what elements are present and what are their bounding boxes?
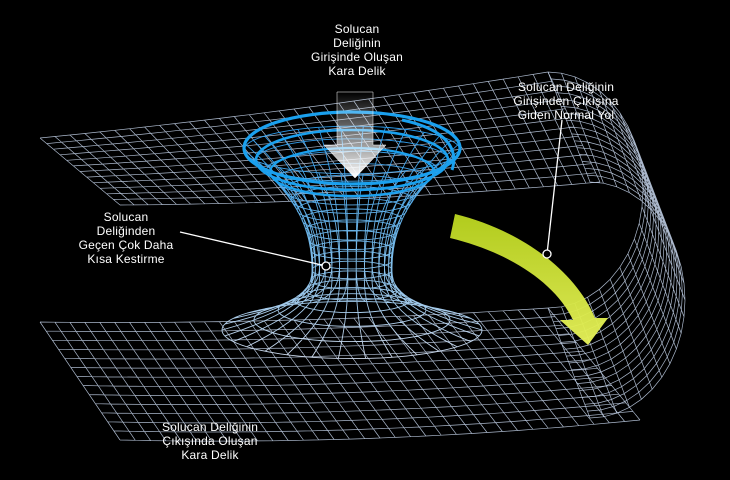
label-line: Deliğinden (96, 224, 156, 238)
lower-sheet (39, 307, 641, 442)
pointer-line (546, 119, 563, 255)
entry-ring-arc (401, 118, 456, 171)
exit-black-hole-label: Solucan Deliğinin Çıkışında Oluşan Kara … (140, 420, 280, 462)
label-line: Solucan (334, 22, 380, 36)
label-line: Deliğinin (333, 36, 381, 50)
label-line: Girişinde Oluşan (311, 50, 403, 64)
entry-arrow (323, 91, 387, 179)
label-line: Çıkışında Oluşan (162, 434, 258, 448)
label-line: Kara Delik (328, 64, 386, 78)
label-line: Geçen Çok Daha (78, 238, 174, 252)
normal-path-arrow (450, 214, 608, 345)
pointer-dot (542, 249, 552, 259)
label-line: Kara Delik (181, 448, 239, 462)
shortcut-label: Solucan Deliğinden Geçen Çok Daha Kısa K… (66, 210, 186, 266)
label-line: Giden Normal Yol (517, 108, 615, 122)
entry-black-hole-label: Solucan Deliğinin Girişinde Oluşan Kara … (292, 22, 422, 78)
label-line: Girişinden Çıkışına (513, 94, 619, 108)
spacetime-sheets (39, 71, 686, 442)
pointer-dot (321, 261, 331, 271)
label-line: Solucan Deliğinin (517, 80, 615, 94)
label-pointers (179, 119, 563, 271)
sheet-bend (547, 71, 686, 419)
label-line: Solucan Deliğinin (161, 420, 259, 434)
label-line: Kısa Kestirme (87, 252, 165, 266)
label-line: Solucan (103, 210, 149, 224)
pointer-line (179, 231, 327, 267)
normal-path-label: Solucan Deliğinin Girişinden Çıkışına Gi… (480, 80, 652, 122)
